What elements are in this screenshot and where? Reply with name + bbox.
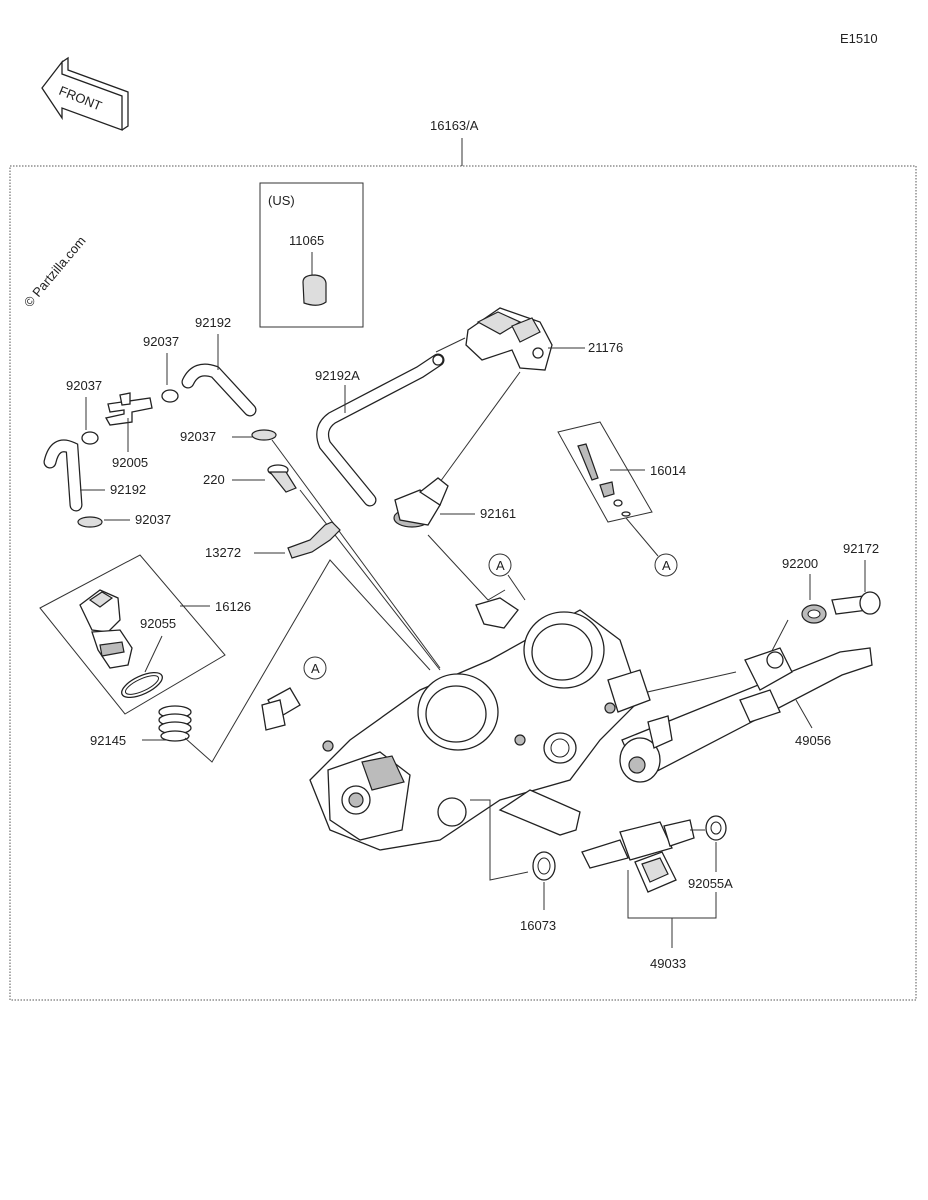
label-49056: 49056 <box>795 733 831 748</box>
label-92037-mid: 92037 <box>180 429 216 444</box>
cap-11065 <box>302 274 327 306</box>
front-arrow-icon: FRONT <box>41 56 129 131</box>
tee-fitting-92005 <box>104 392 153 426</box>
callout-a-3: A <box>311 661 320 676</box>
throttle-body <box>261 597 651 851</box>
sensor-box-16126 <box>39 554 226 715</box>
label-49033: 49033 <box>650 956 686 971</box>
spring-92145 <box>158 705 192 742</box>
label-92005: 92005 <box>112 455 148 470</box>
clamp-92037-b <box>81 431 99 445</box>
label-16073: 16073 <box>520 918 556 933</box>
bolt-92172 <box>831 591 881 615</box>
label-16014: 16014 <box>650 463 686 478</box>
callout-a-2: A <box>662 558 671 573</box>
diagram-code: E1510 <box>840 31 878 46</box>
label-92037-top: 92037 <box>143 334 179 349</box>
label-92037-left: 92037 <box>66 378 102 393</box>
assembly-label: 16163/A <box>430 118 479 133</box>
fuel-rail-49056 <box>619 647 873 783</box>
sensor-21176 <box>465 307 553 371</box>
label-92055A: 92055A <box>688 876 733 891</box>
label-21176: 21176 <box>588 340 623 355</box>
label-92192-top: 92192 <box>195 315 231 330</box>
label-92037-bottom: 92037 <box>135 512 171 527</box>
spring-leader <box>184 559 431 763</box>
label-92200: 92200 <box>782 556 818 571</box>
screw-220 <box>267 464 297 493</box>
label-11065: 11065 <box>289 233 324 248</box>
injector-49033 <box>581 819 695 893</box>
assembly-frame <box>9 165 917 1001</box>
label-16126: 16126 <box>215 599 251 614</box>
clamp-92037-c <box>77 516 103 528</box>
kit-16014 <box>557 421 653 523</box>
label-92192A: 92192A <box>315 368 360 383</box>
watermark: © Partzilla.com <box>21 233 89 310</box>
label-220: 220 <box>203 472 225 487</box>
label-92161: 92161 <box>480 506 516 521</box>
bracket-13272 <box>287 521 341 559</box>
label-13272: 13272 <box>205 545 241 560</box>
callout-a-1: A <box>496 558 505 573</box>
clamp-92037-a <box>161 389 179 403</box>
label-92145: 92145 <box>90 733 126 748</box>
us-box: (US) 11065 <box>259 182 364 328</box>
valve-92161 <box>393 477 449 528</box>
clamp-92037-d <box>251 429 277 441</box>
us-box-label: (US) <box>268 193 295 208</box>
label-92055: 92055 <box>140 616 176 631</box>
label-92192-left: 92192 <box>110 482 146 497</box>
label-92172: 92172 <box>843 541 879 556</box>
